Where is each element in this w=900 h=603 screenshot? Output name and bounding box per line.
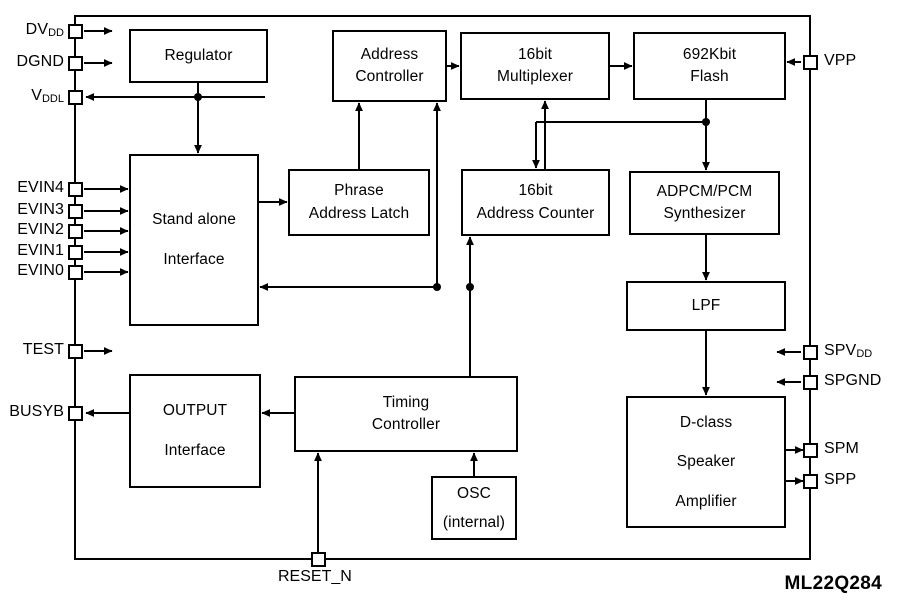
- pin-square-dvdd: [68, 24, 83, 39]
- pin-label-dvdd: DVDD: [0, 21, 64, 39]
- junction-dot: [433, 283, 441, 291]
- block-flash: [633, 32, 786, 100]
- block-adpcm-pcm: [629, 171, 780, 235]
- pin-name: DV: [25, 21, 49, 38]
- pin-name: EVIN2: [17, 221, 64, 238]
- pin-name: EVIN3: [17, 201, 64, 218]
- pin-name: BUSYB: [9, 403, 64, 420]
- pin-square-spvdd: [803, 345, 818, 360]
- pin-label-spp: SPP: [824, 471, 856, 489]
- pin-name: TEST: [22, 341, 64, 358]
- junction-dot: [194, 93, 202, 101]
- part-number-label: ML22Q284: [784, 573, 882, 594]
- block-phrase-latch: [288, 169, 430, 236]
- pin-label-busyb: BUSYB: [0, 403, 64, 421]
- pin-name: VPP: [824, 52, 857, 69]
- pin-name: SPGND: [824, 372, 882, 389]
- pin-square-spp: [803, 474, 818, 489]
- pin-square-vpp: [803, 55, 818, 70]
- block-regulator: [129, 29, 268, 83]
- pin-square-vddl: [68, 90, 83, 105]
- block-timing-controller: [294, 376, 518, 452]
- block-address-counter: [461, 169, 610, 236]
- pin-subscript: DD: [48, 27, 64, 39]
- pin-label-evin4: EVIN4: [0, 179, 64, 197]
- pin-square-spm: [803, 443, 818, 458]
- pin-label-reset-n: RESET_N: [278, 568, 352, 586]
- pin-name: RESET_N: [278, 568, 352, 585]
- pin-label-spm: SPM: [824, 440, 859, 458]
- pin-label-vpp: VPP: [824, 52, 856, 70]
- pin-square-evin0: [68, 265, 83, 280]
- block-stand-alone: [129, 154, 259, 326]
- block-output-interface: [129, 374, 261, 488]
- pin-label-evin2: EVIN2: [0, 221, 64, 239]
- pin-name: EVIN4: [17, 179, 64, 196]
- block-lpf: [626, 281, 786, 331]
- pin-square-evin1: [68, 245, 83, 260]
- pin-square-reset-n: [311, 552, 326, 567]
- block-d-class-amp: [626, 396, 786, 528]
- pin-label-evin0: EVIN0: [0, 262, 64, 280]
- junction-dot: [466, 283, 474, 291]
- pin-subscript: DD: [856, 348, 873, 360]
- pin-label-test: TEST: [0, 341, 64, 359]
- pin-square-evin3: [68, 204, 83, 219]
- pin-name: SPV: [824, 342, 857, 359]
- pin-name: EVIN1: [17, 242, 64, 259]
- pin-label-dgnd: DGND: [0, 53, 64, 71]
- pin-label-vddl: VDDL: [0, 87, 64, 105]
- pin-label-spvdd: SPVDD: [824, 342, 872, 360]
- pin-label-spgnd: SPGND: [824, 372, 881, 390]
- pin-name: EVIN0: [17, 262, 64, 279]
- pin-subscript: DDL: [41, 93, 64, 105]
- block-address-controller: [332, 30, 447, 102]
- pin-name: SPM: [824, 440, 859, 457]
- pin-square-test: [68, 344, 83, 359]
- pin-square-evin2: [68, 224, 83, 239]
- pin-square-evin4: [68, 182, 83, 197]
- pin-name: SPP: [824, 471, 857, 488]
- pin-square-spgnd: [803, 375, 818, 390]
- pin-square-busyb: [68, 406, 83, 421]
- block-osc: [431, 476, 517, 540]
- block-multiplexer: [460, 32, 610, 100]
- pin-name: V: [31, 87, 42, 104]
- pin-label-evin3: EVIN3: [0, 201, 64, 219]
- junction-dot: [702, 118, 710, 126]
- pin-label-evin1: EVIN1: [0, 242, 64, 260]
- pin-square-dgnd: [68, 56, 83, 71]
- pin-name: DGND: [16, 53, 64, 70]
